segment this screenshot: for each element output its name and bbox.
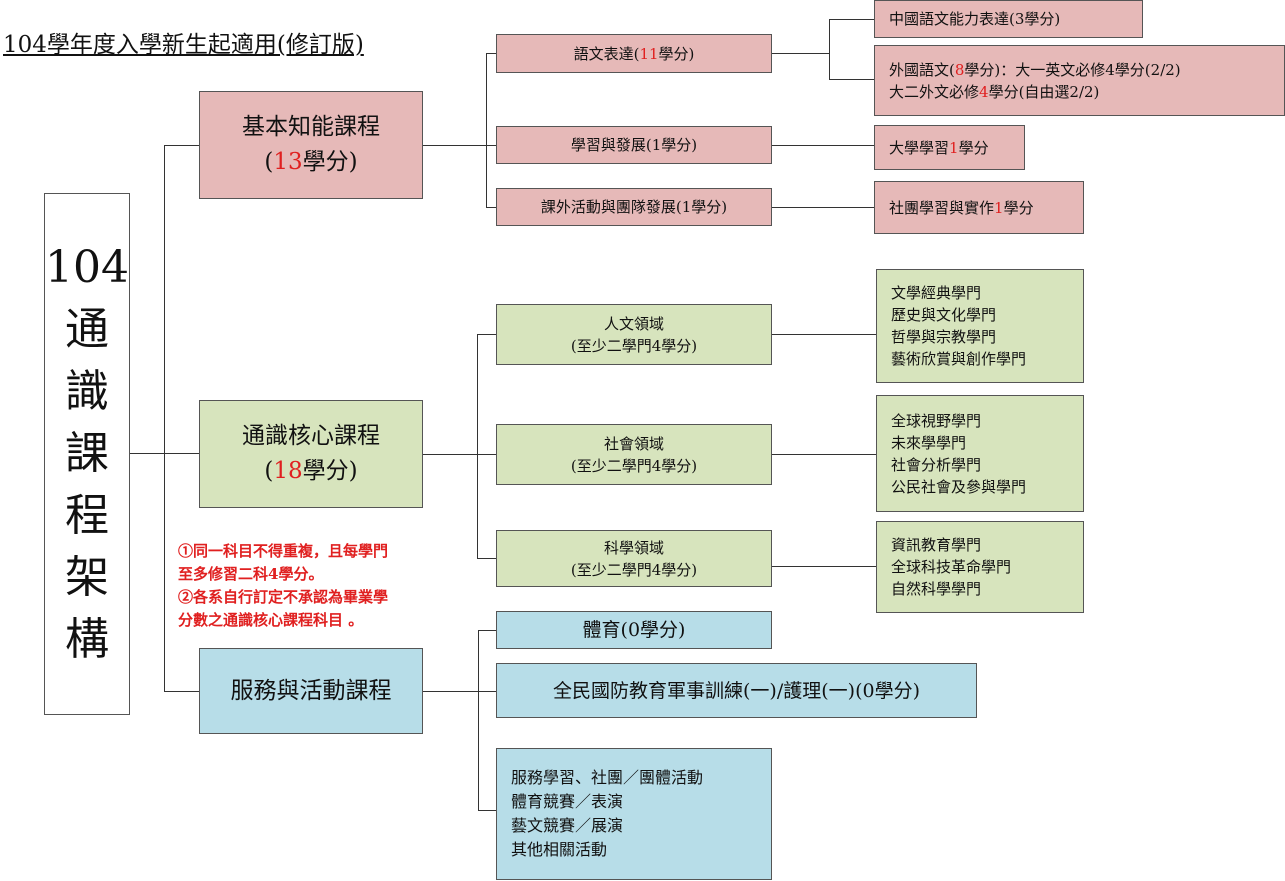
science-subjects-box: 資訊教育學門 全球科技革命學門 自然科學學門 (876, 521, 1084, 613)
connector (164, 691, 200, 692)
root-char: 通 (65, 304, 109, 355)
root-char: 架 (65, 552, 109, 603)
foreign-language-box: 外國語文(8學分)：大一英文必修4學分(2/2) 大二外文必修4學分(自由選2/… (874, 45, 1285, 116)
connector (829, 19, 874, 20)
domain-humanities-box: 人文領域 (至少二學門4學分) (496, 304, 772, 365)
root-char: 程 (65, 490, 109, 541)
connector (477, 334, 496, 335)
basic-category-box: 基本知能課程 (13學分) (199, 91, 423, 199)
activities-box: 服務學習、社團／團體活動 體育競賽／表演 藝文競賽／展演 其他相關活動 (496, 748, 772, 880)
root-char: 構 (65, 614, 109, 665)
connector (164, 145, 200, 146)
core-category-box: 通識核心課程 (18學分) (199, 400, 423, 508)
connector (486, 53, 487, 208)
learning-box: 學習與發展(1學分) (496, 126, 772, 164)
service-category-title: 服務與活動課程 (230, 677, 392, 704)
connector (422, 454, 496, 455)
connector (771, 454, 876, 455)
core-category-credits: (18學分) (264, 458, 358, 484)
root-number: 104 (45, 242, 129, 293)
connector (477, 558, 496, 559)
connector (130, 453, 200, 454)
society-subjects-box: 全球視野學門 未來學學門 社會分析學門 公民社會及參與學門 (876, 395, 1084, 512)
service-category-box: 服務與活動課程 (199, 648, 423, 734)
pe-box: 體育(0學分) (496, 611, 772, 649)
page-title: 104學年度入學新生起適用(修訂版) (3, 32, 364, 58)
defense-box: 全民國防教育軍事訓練(一)/護理(一)(0學分) (496, 663, 977, 718)
university-learning-box: 大學學習1學分 (874, 125, 1025, 170)
chinese-box: 中國語文能力表達(3學分) (874, 0, 1143, 38)
root-char: 識 (65, 366, 109, 417)
connector (771, 53, 829, 54)
connector (478, 630, 479, 811)
extracurricular-box: 課外活動與團隊發展(1學分) (496, 188, 772, 226)
connector (829, 19, 830, 80)
basic-category-credits: (13學分) (264, 149, 358, 175)
connector (486, 207, 496, 208)
connector (164, 145, 165, 692)
connector (422, 691, 496, 692)
basic-category-title: 基本知能課程 (242, 114, 380, 140)
domain-society-box: 社會領域 (至少二學門4學分) (496, 424, 772, 485)
connector (422, 145, 496, 146)
connector (771, 207, 874, 208)
language-box: 語文表達(11學分) (496, 34, 772, 73)
domain-science-box: 科學領域 (至少二學門4學分) (496, 530, 772, 587)
connector (477, 334, 478, 559)
club-box: 社團學習與實作1學分 (874, 181, 1084, 234)
connector (478, 810, 496, 811)
core-category-title: 通識核心課程 (242, 423, 380, 449)
connector (771, 334, 876, 335)
connector (486, 53, 496, 54)
connector (478, 630, 496, 631)
core-notes: ①同一科目不得重複，且每學門 至多修習二科4學分。 ②各系自行訂定不承認為畢業學… (178, 542, 389, 629)
root-box: 104 通 識 課 程 架 構 (44, 193, 130, 715)
connector (829, 79, 874, 80)
connector (771, 145, 874, 146)
root-char: 課 (65, 428, 109, 479)
humanities-subjects-box: 文學經典學門 歷史與文化學門 哲學與宗教學門 藝術欣賞與創作學門 (876, 269, 1084, 383)
connector (771, 566, 876, 567)
